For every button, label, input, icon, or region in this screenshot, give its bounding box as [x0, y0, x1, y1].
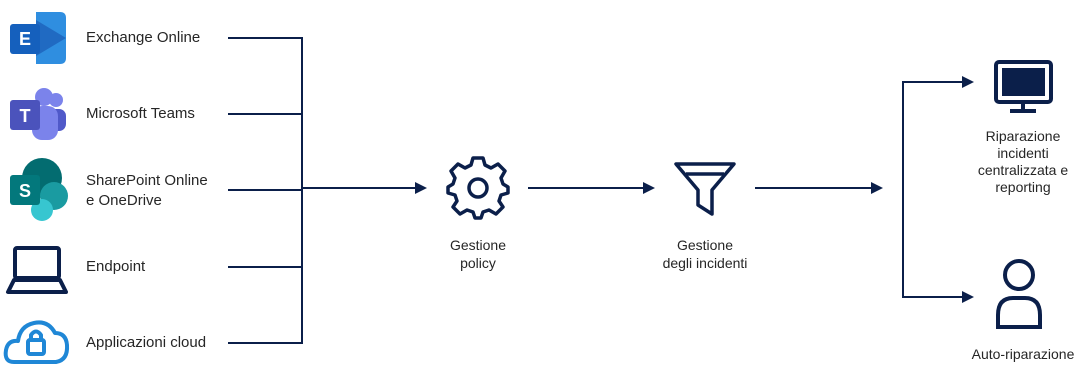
exchange-icon-letter: E — [19, 29, 31, 49]
monitor-label-line3: centralizzata e — [977, 162, 1069, 178]
monitor-label-line4: reporting — [995, 179, 1051, 195]
laptop-icon — [6, 246, 68, 294]
source-label-sharepoint-line2: e OneDrive — [86, 192, 162, 209]
arrow-to-monitor — [962, 76, 974, 88]
arrow-to-user — [962, 291, 974, 303]
sharepoint-icon: S — [10, 158, 68, 221]
incidents-label-line2: degli incidenti — [662, 255, 748, 271]
monitor-label: Riparazione incidenti centralizzata e re… — [963, 128, 1083, 196]
output-branch — [902, 81, 970, 298]
source-label-endpoint: Endpoint — [86, 258, 146, 275]
monitor-icon — [994, 60, 1053, 113]
cloud-lock-icon — [3, 320, 70, 364]
exchange-icon: E — [10, 12, 66, 64]
incidents-label-line1: Gestione — [676, 237, 734, 253]
source-label-sharepoint-line1: SharePoint Online — [86, 172, 208, 189]
source-label-exchange: Exchange Online — [86, 29, 201, 46]
monitor-label-line1: Riparazione — [985, 128, 1061, 144]
teams-icon-letter: T — [20, 106, 31, 126]
sharepoint-icon-letter: S — [19, 181, 31, 201]
policy-label-line2: policy — [460, 255, 496, 271]
policy-label-line1: Gestione — [449, 237, 507, 253]
user-label: Auto-riparazione — [971, 346, 1075, 362]
user-icon — [996, 259, 1042, 329]
gear-icon — [446, 156, 510, 220]
source-label-cloud-apps: Applicazioni cloud — [86, 334, 207, 351]
teams-icon: T — [10, 88, 66, 140]
incidents-label: Gestione degli incidenti — [640, 236, 770, 272]
policy-label: Gestione policy — [428, 236, 528, 272]
source-label-teams: Microsoft Teams — [86, 105, 195, 122]
filter-icon — [674, 162, 736, 216]
source-connectors — [228, 37, 303, 344]
monitor-label-line2: incidenti — [997, 145, 1049, 161]
